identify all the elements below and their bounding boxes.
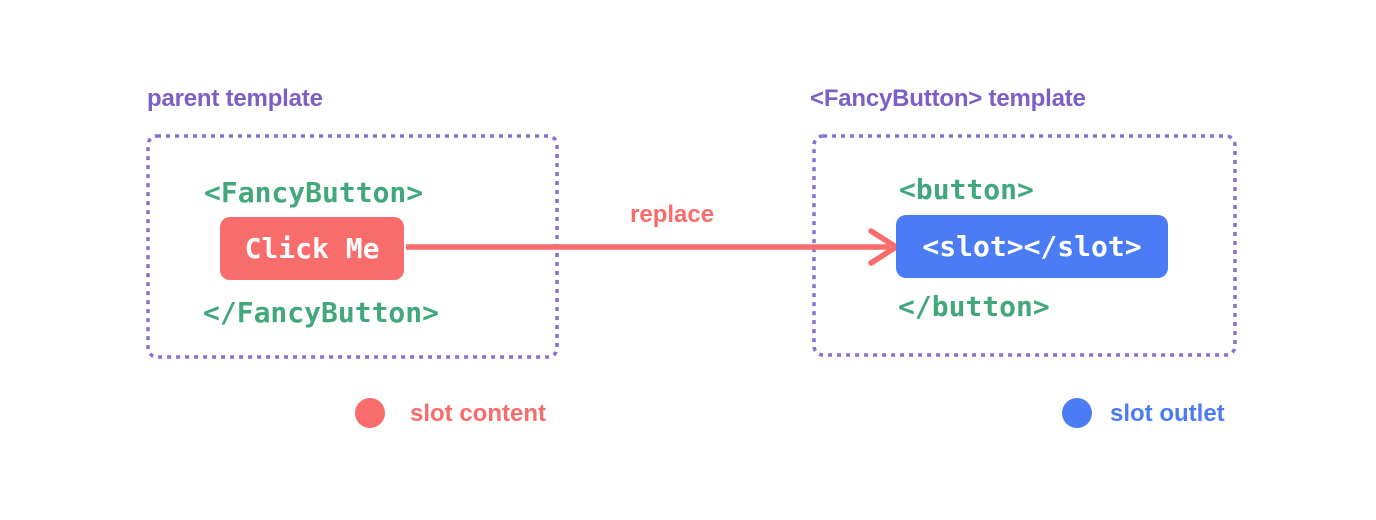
- click-me-label: Click Me: [244, 232, 380, 265]
- slot-outlet-dot-icon: [1062, 398, 1092, 428]
- fancybutton-template-box: [812, 134, 1237, 357]
- replace-label: replace: [630, 201, 715, 228]
- fancybutton-template-title: <FancyButton> template: [810, 85, 1086, 112]
- replace-arrow: [406, 228, 899, 266]
- slot-outlet-box: <slot></slot>: [896, 215, 1168, 278]
- slot-content-dot-icon: [355, 398, 385, 428]
- slot-tag-label: <slot></slot>: [922, 230, 1142, 263]
- click-me-button: Click Me: [220, 217, 404, 280]
- fancybutton-close-tag: </FancyButton>: [203, 296, 440, 329]
- button-open-tag: <button>: [899, 173, 1034, 206]
- slot-content-legend-label: slot content: [410, 400, 546, 427]
- button-close-tag: </button>: [898, 290, 1050, 323]
- fancybutton-open-tag: <FancyButton>: [204, 176, 424, 209]
- slot-outlet-legend-label: slot outlet: [1110, 400, 1225, 427]
- parent-template-title: parent template: [147, 85, 323, 112]
- dashed-border: [812, 134, 1237, 357]
